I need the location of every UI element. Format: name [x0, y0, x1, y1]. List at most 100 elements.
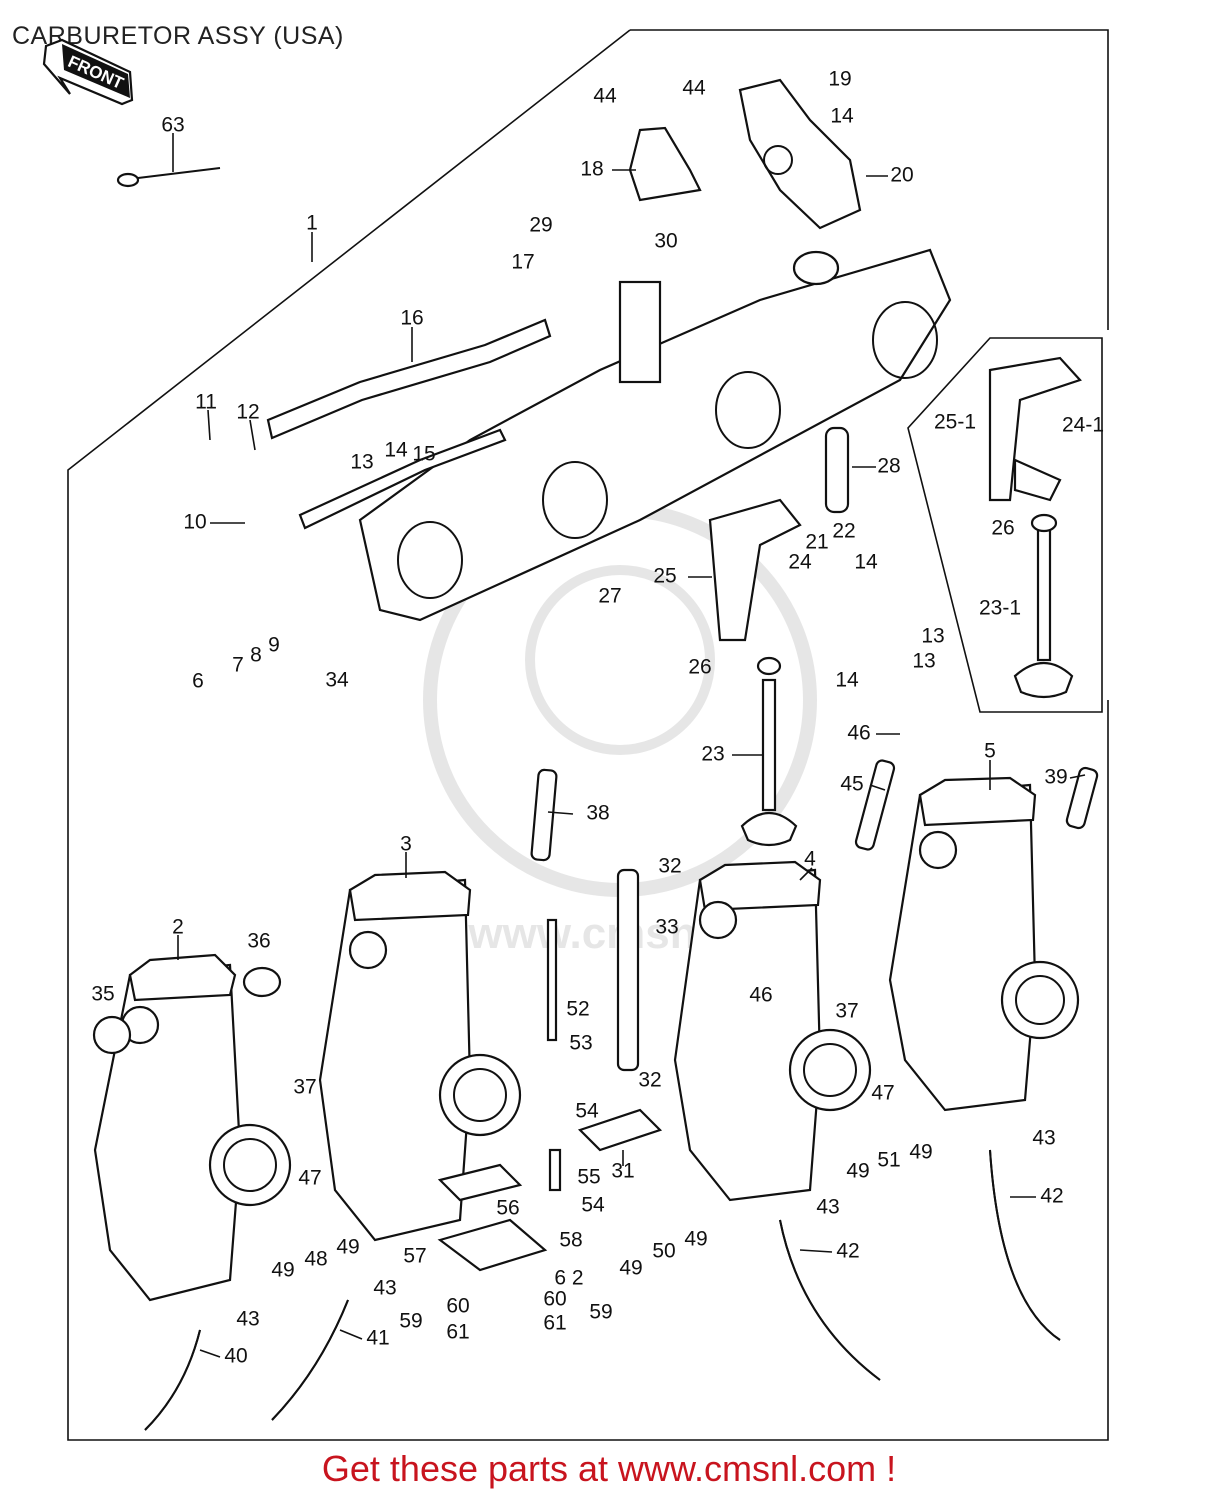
callout-c62: 6 2 [554, 1267, 583, 1290]
callout-c49b: 49 [909, 1141, 932, 1164]
callout-c16: 16 [400, 307, 423, 330]
callout-c28: 28 [877, 455, 900, 478]
callout-c57: 57 [403, 1245, 426, 1268]
carburetor-3 [318, 870, 522, 1242]
callout-c49c: 49 [684, 1228, 707, 1251]
callout-c40: 40 [224, 1345, 247, 1368]
leader-lines [177, 232, 1086, 1358]
callout-c51: 51 [877, 1149, 900, 1172]
part-63-wire [116, 133, 221, 188]
callout-c37a: 37 [835, 1000, 858, 1023]
callout-c46b: 46 [749, 984, 772, 1007]
callout-c59b: 59 [589, 1301, 612, 1324]
callout-c61a: 61 [446, 1321, 469, 1344]
variant-inset-box [907, 337, 1103, 713]
callout-c33: 33 [655, 916, 678, 939]
callout-c23-1: 23-1 [979, 597, 1021, 620]
callout-c27: 27 [598, 585, 621, 608]
carburetor-4 [673, 860, 872, 1202]
callout-c60a: 60 [446, 1295, 469, 1318]
callout-c35: 35 [91, 983, 114, 1006]
lever-20 [738, 78, 888, 230]
callout-c20: 20 [890, 164, 913, 187]
callout-c49f: 49 [619, 1257, 642, 1280]
callout-c25: 25 [653, 565, 676, 588]
callout-c14b: 14 [384, 439, 408, 462]
callout-c43a: 43 [1032, 1127, 1055, 1150]
callout-c52: 52 [566, 998, 589, 1021]
callout-c19: 19 [828, 68, 851, 91]
callout-c46a: 46 [847, 722, 870, 745]
callout-c1: 1 [306, 212, 318, 235]
callout-c56: 56 [496, 1197, 519, 1220]
callout-c12: 12 [236, 401, 259, 424]
callout-c30: 30 [654, 230, 677, 253]
callout-c38: 38 [586, 802, 609, 825]
callout-c42a: 42 [1040, 1185, 1063, 1208]
callout-c14a: 14 [830, 105, 854, 128]
callout-c18: 18 [580, 158, 603, 181]
callout-c41: 41 [366, 1327, 389, 1350]
callout-c49d: 49 [336, 1236, 359, 1259]
callout-c31: 31 [611, 1160, 634, 1183]
carburetor-5 [888, 776, 1080, 1112]
callout-c45: 45 [840, 773, 863, 796]
callout-c59a: 59 [399, 1310, 422, 1333]
callout-c54a: 54 [575, 1100, 599, 1123]
callout-c32a: 32 [658, 855, 681, 878]
callout-c10: 10 [183, 511, 206, 534]
callout-c44a: 44 [593, 85, 617, 108]
callout-c13b: 13 [921, 625, 944, 648]
callout-c44b: 44 [682, 77, 706, 100]
callout-c14d: 14 [835, 669, 859, 692]
float-bowl-parts [437, 918, 562, 1272]
callout-c49e: 49 [271, 1259, 294, 1282]
fuel-tee-31 [577, 1108, 663, 1166]
callout-c32b: 32 [638, 1069, 661, 1092]
callout-c21: 21 [805, 531, 828, 554]
adjuster-screw-23-1 [1013, 513, 1074, 699]
callout-c4: 4 [804, 848, 816, 871]
footer-link-text[interactable]: Get these parts at www.cmsnl.com ! [321, 1448, 897, 1489]
callout-c60b: 60 [543, 1288, 566, 1311]
callout-c9: 9 [268, 634, 280, 657]
callout-c24-1: 24-1 [1062, 414, 1104, 437]
callout-c39: 39 [1044, 766, 1067, 789]
callout-c37b: 37 [293, 1076, 316, 1099]
callout-c53: 53 [569, 1032, 592, 1055]
callout-c14c: 14 [854, 551, 878, 574]
bracket-18 [612, 126, 702, 202]
callout-c3: 3 [400, 833, 412, 856]
bracket-25-1 [988, 356, 1082, 502]
assembly-frame [67, 29, 1109, 1441]
callout-c48: 48 [304, 1248, 327, 1271]
callout-c50: 50 [652, 1240, 675, 1263]
callout-c58: 58 [559, 1229, 582, 1252]
callout-c43b: 43 [816, 1196, 839, 1219]
callout-c6: 6 [192, 670, 204, 693]
callout-c23: 23 [701, 743, 724, 766]
callout-c13a: 13 [350, 451, 373, 474]
callout-c2: 2 [172, 916, 184, 939]
hoses [144, 759, 1099, 1431]
front-arrow: FRONT [42, 38, 134, 106]
callout-c26a: 26 [991, 517, 1014, 540]
callout-c15: 15 [412, 443, 435, 466]
callout-c29: 29 [529, 214, 552, 237]
callout-c63: 63 [161, 114, 184, 137]
callout-c26b: 26 [688, 656, 711, 679]
callout-c42b: 42 [836, 1240, 859, 1263]
mounting-plate-27 [358, 248, 952, 622]
callout-c11: 11 [195, 391, 217, 414]
callout-c34: 34 [325, 669, 349, 692]
callout-c43c: 43 [373, 1277, 396, 1300]
callout-c55: 55 [577, 1166, 600, 1189]
callout-c13c: 13 [912, 650, 935, 673]
callout-c17: 17 [511, 251, 534, 274]
callout-c8: 8 [250, 644, 262, 667]
callout-c54b: 54 [581, 1194, 605, 1217]
bracket-25 [688, 498, 802, 642]
callout-c22: 22 [832, 520, 855, 543]
